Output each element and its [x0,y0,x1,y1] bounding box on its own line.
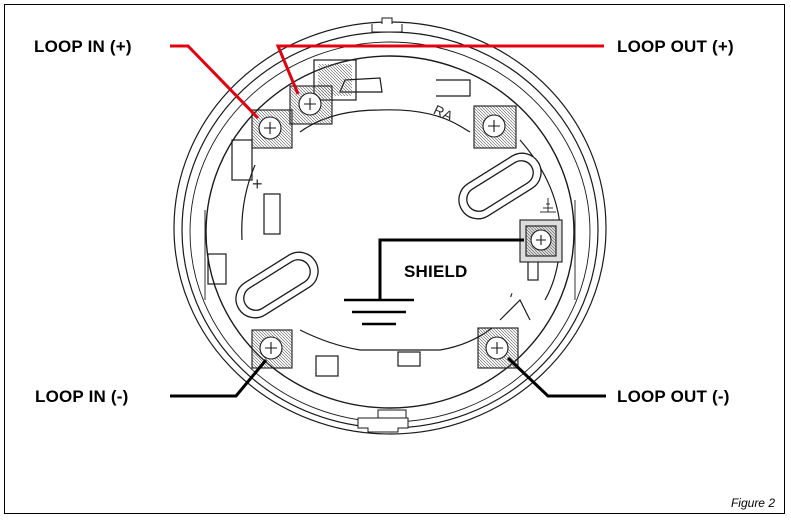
base-markings: RA + - [252,101,556,300]
loop-in-minus-label: LOOP IN (-) [35,387,129,406]
terminal-loop-in-plus [251,109,293,149]
minus-marking: - [502,290,520,301]
plus-marking: + [252,174,263,194]
ra-marking: RA [431,101,456,124]
leads [170,44,606,398]
ground-symbol-marking [540,198,556,213]
base-notches [357,17,409,433]
mounting-slots [235,152,542,319]
loop-out-minus-label: LOOP OUT (-) [617,387,730,406]
lead-loop-in-plus [170,44,260,120]
figure-caption: Figure 2 [730,496,775,510]
lead-loop-out-plus [275,44,604,95]
terminal-shield [519,219,563,263]
lead-loop-in-minus [170,359,268,398]
loop-out-plus-label: LOOP OUT (+) [617,37,734,56]
terminal-loop-in-minus [251,329,293,369]
terminal-blocks [251,85,563,369]
terminal-loop-out-minus [477,327,519,369]
earth-ground-icon [344,298,414,326]
lead-loop-out-minus [506,356,606,398]
terminal-ra [473,105,517,149]
loop-in-plus-label: LOOP IN (+) [34,37,132,56]
shield-label: SHIELD [404,262,468,281]
lead-shield [378,238,524,300]
